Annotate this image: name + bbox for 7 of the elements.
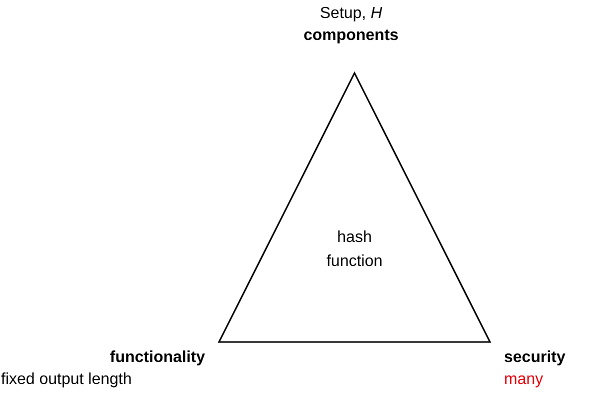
vertex-heading: components	[303, 26, 399, 46]
node-label: hash function	[325, 228, 384, 272]
vertex-heading: security	[504, 348, 566, 368]
vertex-label: many	[504, 370, 544, 390]
vertex-heading: functionality	[110, 348, 205, 368]
vertex-label: fixed output length	[1, 370, 132, 390]
vertex-label: Setup, H	[320, 4, 382, 24]
